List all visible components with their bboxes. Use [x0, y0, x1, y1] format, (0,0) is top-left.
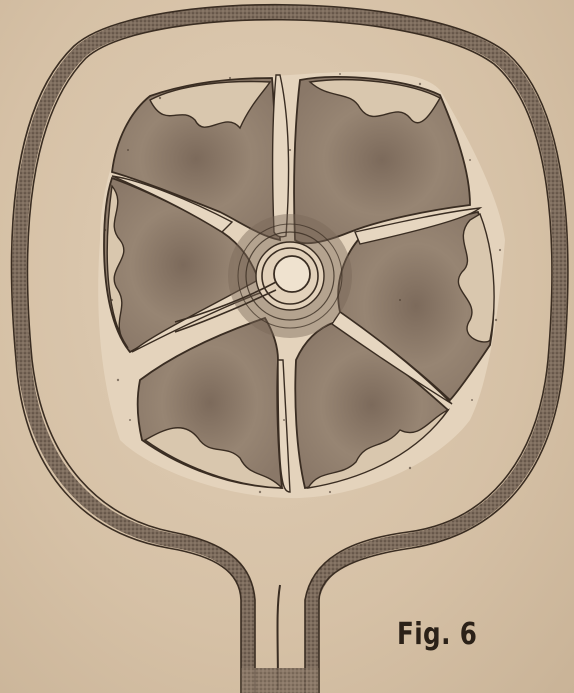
central-pore: [274, 256, 310, 292]
figure-caption: Fig. 6: [397, 617, 477, 652]
